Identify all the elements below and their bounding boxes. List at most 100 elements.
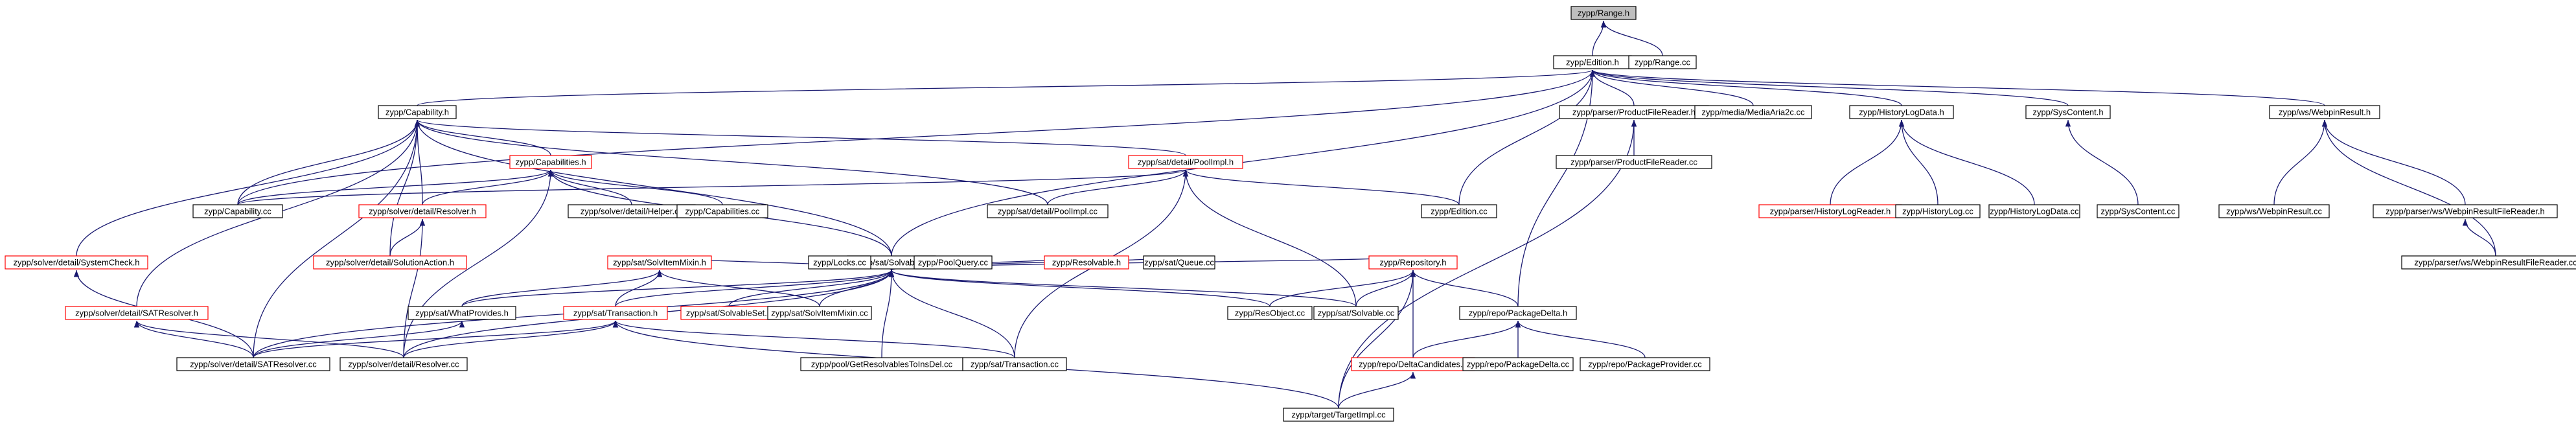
node-packagedelta-cc[interactable]: zypp/repo/PackageDelta.cc [1462,357,1574,371]
node-solvermixin-h[interactable]: zypp/sat/SolvItemMixin.h [607,255,712,270]
edge-deltacandidates-h-to-packagedelta-h [1412,320,1521,358]
node-webpinresult-h[interactable]: zypp/ws/WebpinResult.h [2269,105,2380,119]
node-webpinresultfilereader-h[interactable]: zypp/parser/ws/WebpinResultFileReader.h [2373,204,2558,218]
node-poolimpl-h[interactable]: zypp/sat/detail/PoolImpl.h [1128,155,1243,169]
node-box [2218,204,2330,218]
node-range-cc[interactable]: zypp/Range.cc [1628,55,1697,69]
node-box [313,255,467,270]
node-label: zypp/sat/Transaction.cc [971,360,1059,369]
node-label: zypp/parser/ws/WebpinResultFileReader.cc [2414,258,2576,268]
node-satresolver-cc[interactable]: zypp/solver/detail/SATResolver.cc [176,357,330,371]
node-box [987,204,1109,218]
node-box [1368,255,1458,270]
edge-poolimpl-cc-to-poolimpl-h [1047,169,1189,205]
node-solvermixin-cc[interactable]: zypp/sat/SolvItemMixin.cc [767,306,872,320]
edge-resolver-cc-to-transaction-h [403,320,619,358]
node-historylog-cc[interactable]: zypp/HistoryLog.cc [1895,204,1981,218]
node-productfilereader-cc[interactable]: zypp/parser/ProductFileReader.cc [1556,155,1712,169]
node-systemcheck-h[interactable]: zypp/solver/detail/SystemCheck.h [5,255,148,270]
node-box [1313,306,1399,320]
edge-edition-cc-to-edition-h [1458,69,1596,205]
node-whatprovides-h[interactable]: zypp/sat/WhatProvides.h [408,306,516,320]
node-capabilities-cc[interactable]: zypp/Capabilities.cc [676,204,768,218]
node-webpinresultfilereader-cc[interactable]: zypp/parser/ws/WebpinResultFileReader.cc [2401,255,2576,270]
node-packageprovider-cc[interactable]: zypp/repo/PackageProvider.cc [1580,357,1710,371]
node-box [339,357,468,371]
node-historylogdata-cc[interactable]: zypp/HistoryLogData.cc [1988,204,2080,218]
node-label: zypp/sat/Solvable.cc [1318,308,1395,318]
node-label: zypp/Edition.cc [1431,207,1488,216]
edge-webpinresultfilereader-cc-to-webpinresultfilereader-h [2462,218,2496,257]
edge-packageprovider-cc-to-packagedelta-h [1515,320,1646,358]
node-box [1462,357,1574,371]
edge-solvableset-h-to-solvable-h [728,270,895,307]
node-resolver-h[interactable]: zypp/solver/detail/Resolver.h [358,204,487,218]
node-poolimpl-cc[interactable]: zypp/sat/detail/PoolImpl.cc [987,204,1109,218]
node-repository-h[interactable]: zypp/Repository.h [1368,255,1458,270]
edge-capability-cc-to-edition-h [237,69,1595,205]
node-capability-h[interactable]: zypp/Capability.h [378,105,457,119]
edge-solutionaction-h-to-resolver-h [389,218,426,257]
edge-capabilities-cc-to-capabilities-h [547,169,723,205]
node-label: zypp/repo/DeltaCandidates.h [1359,360,1467,369]
node-label: zypp/solver/detail/Resolver.h [369,207,476,216]
node-resolvable-h[interactable]: zypp/Resolvable.h [1044,255,1129,270]
node-solvableset-h[interactable]: zypp/sat/SolvableSet.h [680,306,777,320]
node-queue-cc[interactable]: zypp/sat/Queue.cc [1143,255,1215,270]
node-syscontent-h[interactable]: zypp/SysContent.h [2025,105,2111,119]
edge-historylogdata-h-to-edition-h [1590,69,1902,106]
node-packagedelta-h[interactable]: zypp/repo/PackageDelta.h [1459,306,1577,320]
node-label: zypp/sat/WhatProvides.h [415,308,509,318]
node-edition-cc[interactable]: zypp/Edition.cc [1421,204,1497,218]
node-helper-cc[interactable]: zypp/solver/detail/Helper.cc [568,204,696,218]
node-label: zypp/Capability.h [385,108,449,117]
node-resobject-cc[interactable]: zypp/ResObject.cc [1227,306,1313,320]
node-box [1988,204,2080,218]
node-mediaaria2c-cc[interactable]: zypp/media/MediaAria2c.cc [1694,105,1812,119]
node-label: zypp/ws/WebpinResult.h [2279,108,2371,117]
node-solutionaction-h[interactable]: zypp/solver/detail/SolutionAction.h [313,255,467,270]
edge-satresolver-cc-to-transaction-h [253,320,618,358]
node-resolver-cc[interactable]: zypp/solver/detail/Resolver.cc [339,357,468,371]
node-capability-cc[interactable]: zypp/Capability.cc [192,204,283,218]
node-label: zypp/ResObject.cc [1235,308,1305,318]
node-targetimpl-cc[interactable]: zypp/target/TargetImpl.cc [1283,408,1394,422]
node-box [962,357,1067,371]
node-deltacandidates-h[interactable]: zypp/repo/DeltaCandidates.h [1351,357,1475,371]
edge-range-cc-to-range-h [1600,20,1663,56]
node-syscontent-cc[interactable]: zypp/SysContent.cc [2097,204,2179,218]
node-label: zypp/HistoryLogData.cc [1990,207,2079,216]
node-productfilereader-h[interactable]: zypp/parser/ProductFileReader.h [1559,105,1709,119]
node-satresolver-h[interactable]: zypp/solver/detail/SATResolver.h [65,306,209,320]
node-solvable-cc[interactable]: zypp/sat/Solvable.cc [1313,306,1399,320]
edge-whatprovides-h-to-solvable-h [461,270,894,307]
node-box [358,204,487,218]
node-box [1849,105,1954,119]
node-label: zypp/Capabilities.cc [685,207,760,216]
node-label: zypp/sat/detail/PoolImpl.h [1138,157,1234,167]
edge-targetimpl-cc-to-repository-h [1338,270,1416,409]
node-label: zypp/parser/ProductFileReader.h [1572,108,1696,117]
edge-historylogreader-h-to-historylogdata-h [1830,119,1905,205]
node-transaction-h[interactable]: zypp/sat/Transaction.h [563,306,668,320]
node-locks-cc[interactable]: zypp/Locks.cc [808,255,871,270]
node-label: zypp/repo/PackageProvider.cc [1588,360,1702,369]
edge-solvermixin-cc-to-solvermixin-h [656,270,820,307]
node-poolquery-cc[interactable]: zypp/PoolQuery.cc [914,255,993,270]
edge-solvable-h-to-capability-h [414,119,892,257]
node-box [1556,155,1712,169]
node-historylogdata-h[interactable]: zypp/HistoryLogData.h [1849,105,1954,119]
node-historylogreader-h[interactable]: zypp/parser/HistoryLogReader.h [1758,204,1902,218]
node-edition-h[interactable]: zypp/Edition.h [1553,55,1632,69]
edge-resolver-cc-to-capabilities-h [403,169,554,358]
node-capabilities-h[interactable]: zypp/Capabilities.h [509,155,592,169]
node-label: zypp/target/TargetImpl.cc [1291,410,1386,420]
edge-webpinresultfilereader-h-to-webpinresult-h [2321,119,2466,205]
node-getresolvables-cc[interactable]: zypp/pool/GetResolvablesToInsDel.cc [800,357,963,371]
node-webpinresult-cc[interactable]: zypp/ws/WebpinResult.cc [2218,204,2330,218]
node-box [2025,105,2111,119]
node-box [1628,55,1697,69]
node-box [192,204,283,218]
node-transaction-cc[interactable]: zypp/sat/Transaction.cc [962,357,1067,371]
node-label: zypp/HistoryLogData.h [1859,108,1944,117]
